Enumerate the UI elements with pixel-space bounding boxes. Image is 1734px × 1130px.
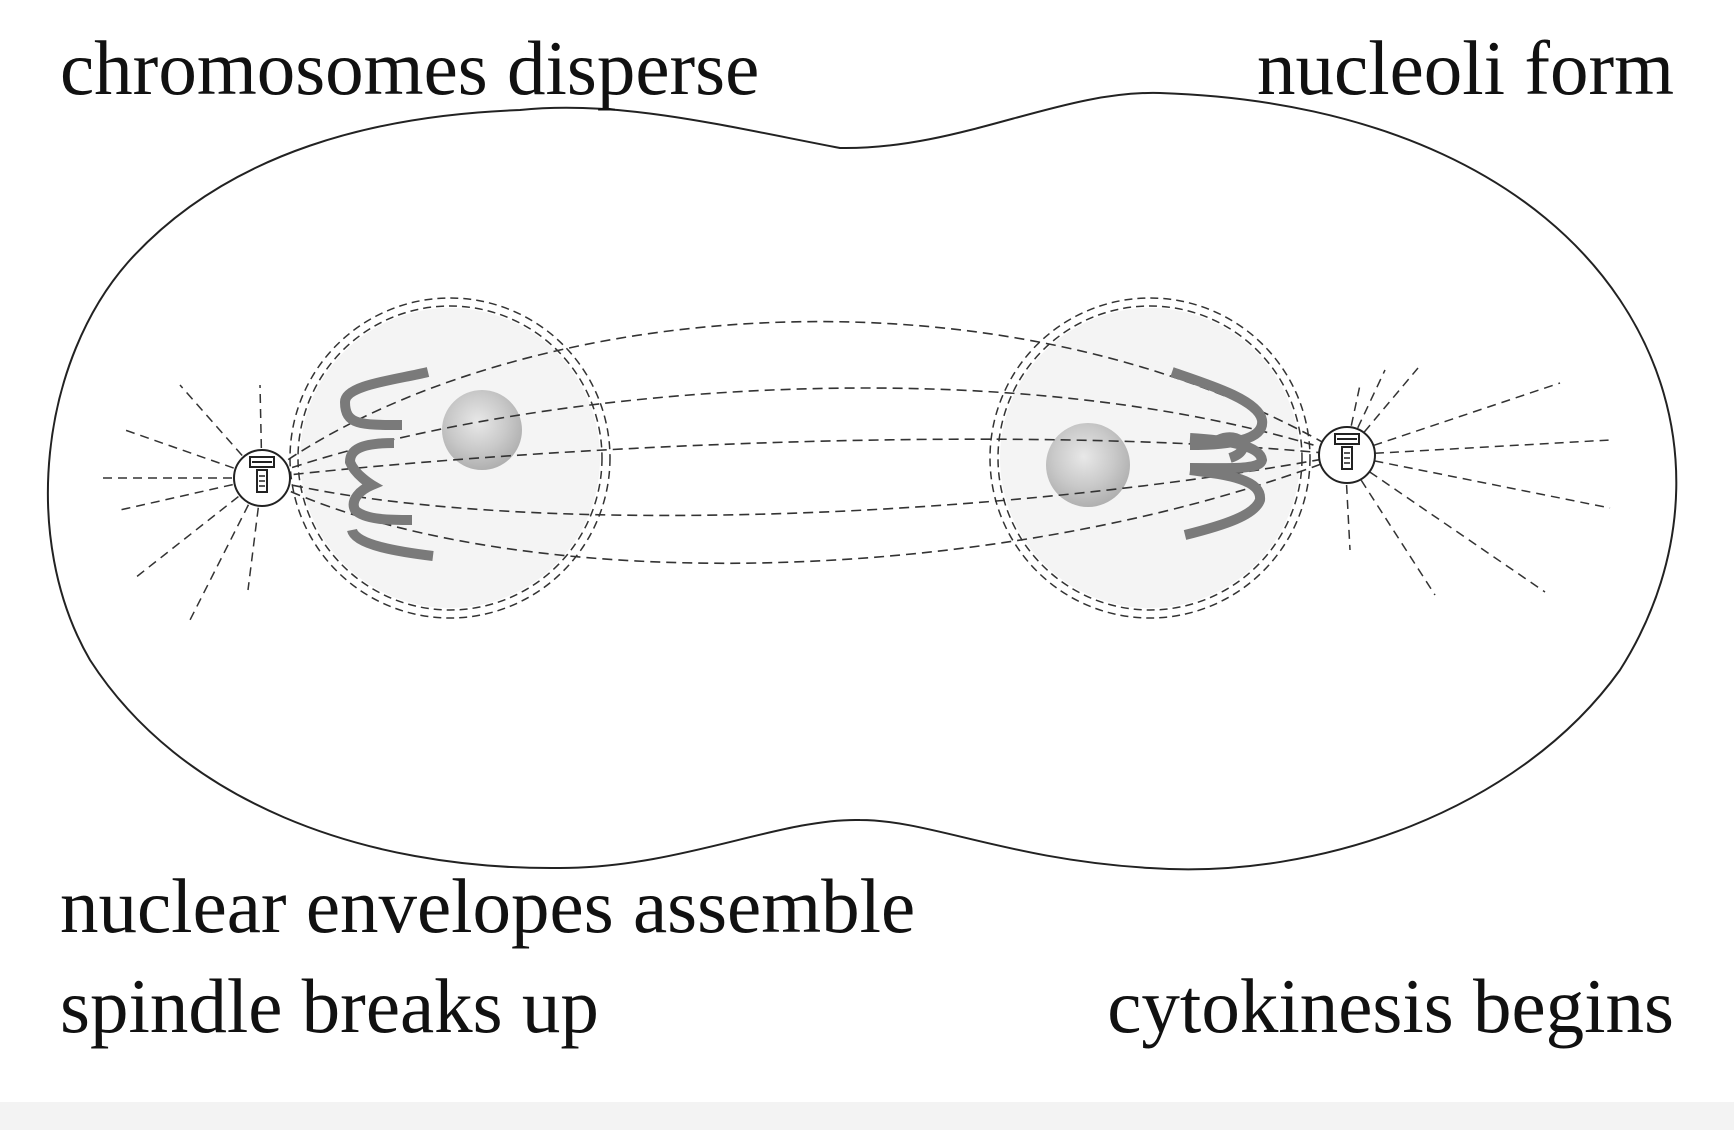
label-nucleoli-form: nucleoli form [1257, 25, 1674, 111]
left-nucleolus [442, 390, 522, 470]
left-nuclear-envelope-outer [289, 297, 611, 619]
left-chromosomes [339, 367, 434, 561]
right-aster [1344, 367, 1611, 596]
right-centrosome [1318, 426, 1376, 484]
left-aster [100, 384, 263, 621]
right-nucleus [989, 297, 1311, 619]
right-nuclear-envelope-inner [997, 305, 1303, 611]
right-nucleolus [1046, 423, 1130, 507]
bottom-band [0, 1102, 1734, 1130]
label-cytokinesis-begins: cytokinesis begins [1107, 963, 1674, 1049]
left-centrosome [233, 449, 291, 507]
label-chromosomes-disperse: chromosomes disperse [60, 25, 760, 111]
left-nucleus [289, 297, 611, 619]
left-nuclear-envelope-inner [297, 305, 603, 611]
cell-membrane [46, 91, 1678, 871]
label-spindle-breaks-up: spindle breaks up [60, 963, 599, 1049]
right-chromosomes [1170, 367, 1268, 540]
right-nuclear-envelope-outer [989, 297, 1311, 619]
label-nuclear-envelopes-assemble: nuclear envelopes assemble [60, 863, 916, 949]
